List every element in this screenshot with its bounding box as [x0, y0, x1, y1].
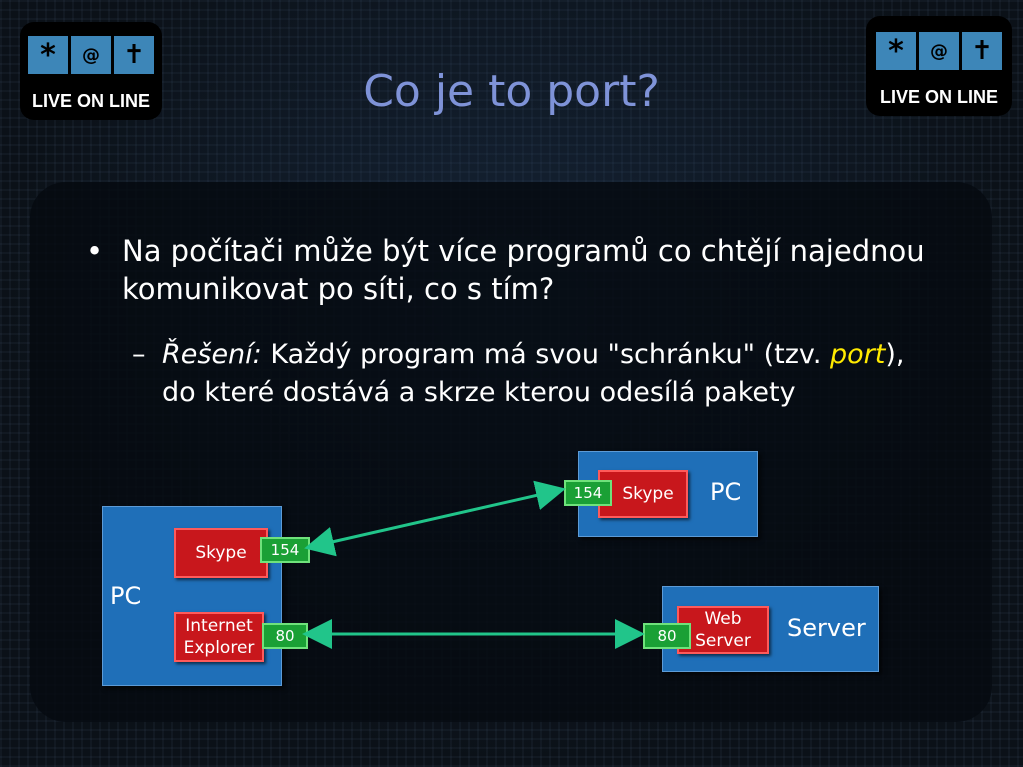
logo-caption: LIVE ON LINE	[879, 87, 998, 107]
logo-left: * @ ✝ LIVE ON LINE	[20, 22, 162, 120]
skype-app-right: Skype	[598, 470, 688, 518]
logo-right: * @ ✝ LIVE ON LINE	[866, 16, 1012, 116]
cross-icon: ✝	[114, 36, 154, 74]
logo-caption: LIVE ON LINE	[31, 91, 150, 111]
sub-text-a: Každý program má svou "schránku" (tzv.	[261, 339, 830, 370]
internet-explorer-app: Internet Explorer	[174, 612, 264, 662]
pc-left-label: PC	[110, 582, 142, 610]
web-server-app: Web Server	[677, 606, 769, 654]
skype-app-left: Skype	[174, 528, 268, 578]
at-sign-icon: @	[919, 32, 959, 70]
at-sign-icon: @	[71, 36, 111, 74]
bullet-dot: •	[86, 234, 104, 268]
port-154-left: 154	[260, 537, 310, 563]
solution-label: Řešení:	[162, 339, 262, 370]
sub-text-b: ), do které dostává a skrze kterou odesí…	[162, 339, 905, 408]
arrow-skype-connection	[304, 480, 566, 557]
cross-icon: ✝	[962, 32, 1002, 70]
sub-bullet-dash: –	[132, 339, 146, 370]
asterisk-icon: *	[28, 36, 68, 74]
slide-title: Co je to port?	[363, 66, 660, 117]
port-highlight: port	[829, 339, 886, 370]
bullet-text: Na počítači může být více programů co ch…	[122, 234, 925, 306]
asterisk-icon: *	[876, 32, 916, 70]
port-154-right: 154	[564, 480, 612, 506]
sub-bullet-text: Řešení: Každý program má svou "schránku"…	[162, 336, 932, 412]
server-label: Server	[787, 614, 866, 642]
port-80-left: 80	[262, 623, 308, 649]
pc-right-label: PC	[710, 478, 742, 506]
